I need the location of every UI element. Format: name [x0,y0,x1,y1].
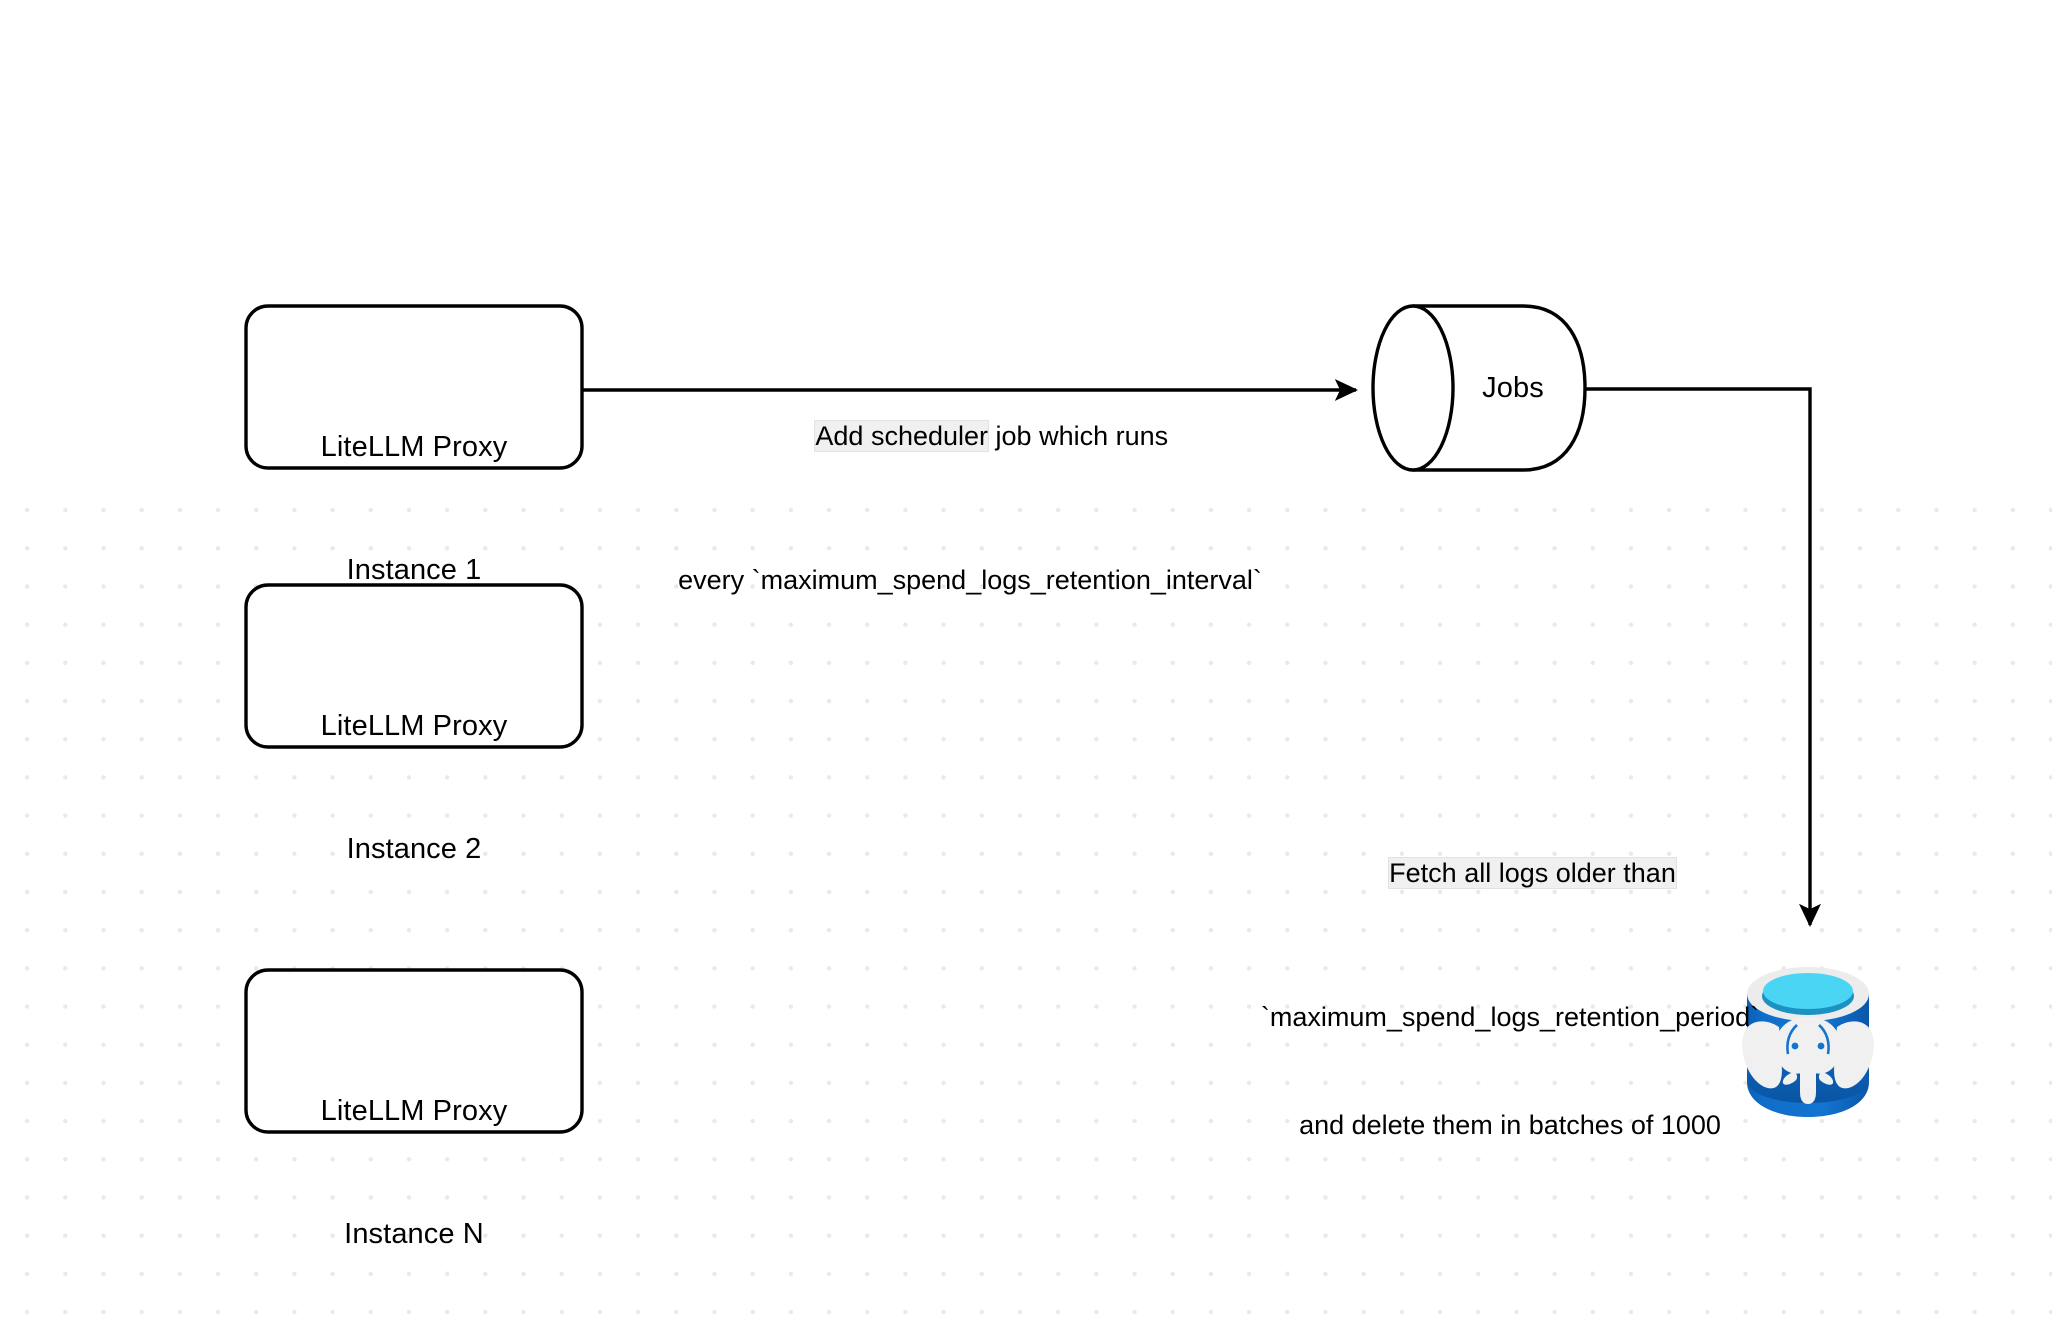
edge-fetch-highlight: Fetch all logs older than [1389,858,1676,888]
edge-scheduler-line-1: Add scheduler job which runs [580,382,1360,490]
postgres-elephant-glyph [1742,1017,1874,1104]
edge-scheduler-highlight: Add scheduler [815,421,989,451]
postgresql-database-icon[interactable] [1742,967,1874,1117]
edge-scheduler-line-2: every `maximum_spend_logs_retention_inte… [678,565,1262,595]
proxy-instance-2-shape[interactable] [244,583,584,749]
edge-fetch-line-2: `maximum_spend_logs_retention_period` [1260,1002,1760,1032]
edge-scheduler-line-1-rest: job which runs [988,421,1169,451]
edge-scheduler-label: Add scheduler job which runs every `maxi… [580,310,1360,670]
jobs-cylinder-shape[interactable] [1371,304,1587,472]
edge-fetch-delete-label: Fetch all logs older than `maximum_spend… [1230,747,1790,1215]
edge-fetch-delete-line [1585,387,1822,928]
edge-fetch-line-1-wrap: Fetch all logs older than [1230,819,1790,927]
proxy-instance-1-shape[interactable] [244,304,584,470]
edge-fetch-line-3: and delete them in batches of 1000 [1299,1110,1721,1140]
proxy-instance-n-shape[interactable] [244,968,584,1134]
